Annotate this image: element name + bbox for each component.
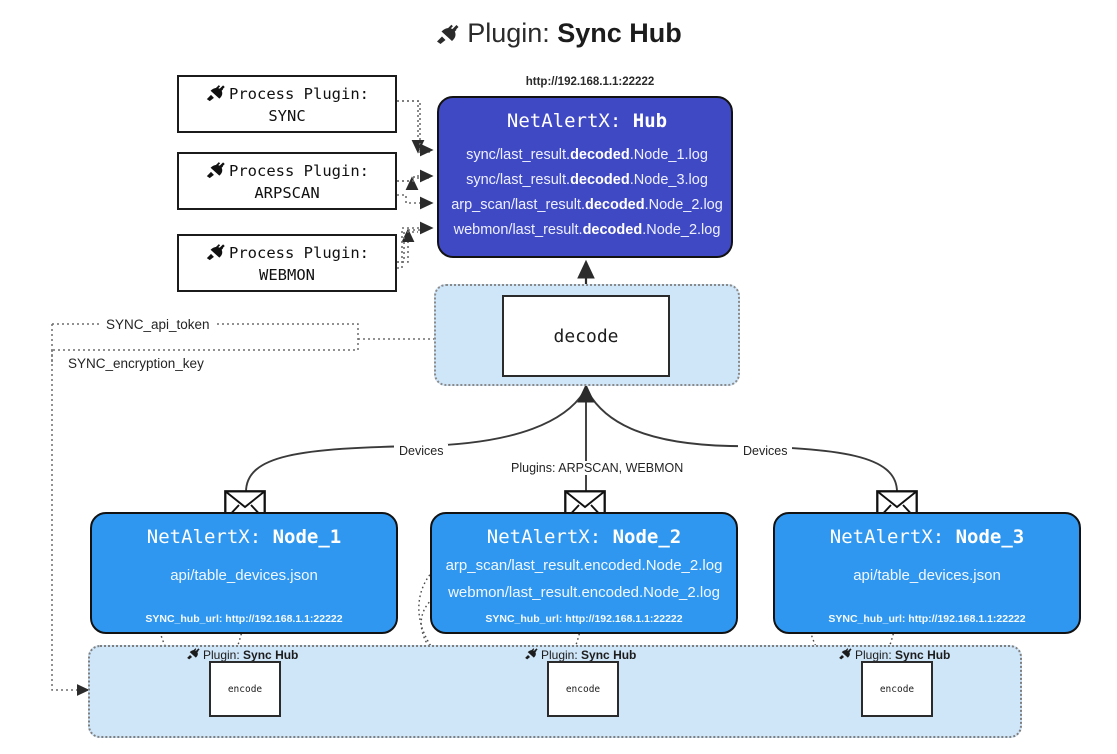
hub-log-line-2: sync/last_result.decoded.Node_3.log [439,172,735,188]
hub-log-line-3: arp_scan/last_result.decoded.Node_2.log [439,197,735,213]
page-title-name: Sync Hub [557,18,682,48]
process-plugin-name: SYNC [268,107,306,125]
plug-icon [205,82,227,107]
hub-log-line-1: sync/last_result.decoded.Node_1.log [439,147,735,163]
node-hub-url: SYNC_hub_url: http://192.168.1.1:22222 [145,613,343,625]
node-title-name: Node_1 [272,526,342,548]
encode-box-1[interactable]: encode [209,661,281,717]
plug-icon [205,241,227,266]
plug-icon [524,646,539,663]
node-title-prefix: NetAlertX: [486,526,602,548]
encode-caption-prefix: Plugin: [203,647,240,662]
hub-title: NetAlertX: Hub [439,110,735,132]
hub-log-mid: decoded [582,222,643,238]
plug-icon [186,646,201,663]
page-title: Plugin: Sync Hub [0,18,1117,52]
encode-caption-1: Plugin: Sync Hub [186,646,298,663]
node-hub-url: SYNC_hub_url: http://192.168.1.1:22222 [828,613,1026,625]
node-data-line: arp_scan/last_result.encoded.Node_2.log [445,557,723,574]
node-2[interactable]: NetAlertX: Node_2 arp_scan/last_result.e… [430,512,738,634]
decode-box[interactable]: decode [502,295,670,377]
hub-log-pre: webmon/last_result. [453,222,583,238]
edge-label-devices-right: Devices [738,444,793,458]
page-title-prefix: Plugin: [467,18,550,48]
plug-icon [205,159,227,184]
encode-box-2[interactable]: encode [547,661,619,717]
hub-log-post: .Node_2.log [642,222,721,238]
hub-log-mid: decoded [584,197,645,213]
process-plugin-label: Process Plugin: [229,243,369,262]
encode-caption-2: Plugin: Sync Hub [524,646,636,663]
encode-caption-prefix: Plugin: [855,647,892,662]
hub-log-post: .Node_2.log [644,197,723,213]
node-data-line: api/table_devices.json [170,567,318,584]
hub-log-line-4: webmon/last_result.decoded.Node_2.log [439,222,735,238]
hub-log-pre: sync/last_result. [466,172,571,188]
plug-icon [435,21,461,52]
hub-log-pre: sync/last_result. [466,147,571,163]
node-title-name: Node_3 [955,526,1025,548]
edge-label-plugins: Plugins: ARPSCAN, WEBMON [506,461,689,475]
encode-caption-name: Sync Hub [243,647,299,662]
encode-caption-name: Sync Hub [895,647,951,662]
node-title-prefix: NetAlertX: [146,526,262,548]
encode-caption-3: Plugin: Sync Hub [838,646,950,663]
node-title: NetAlertX: Node_1 [92,526,396,548]
process-plugin-sync[interactable]: Process Plugin: SYNC [177,75,397,133]
sync-encryption-key-label: SYNC_encryption_key [63,356,209,371]
encode-caption-name: Sync Hub [581,647,637,662]
hub-log-pre: arp_scan/last_result. [451,197,585,213]
hub-node[interactable]: NetAlertX: Hub sync/last_result.decoded.… [437,96,733,258]
hub-url-label: http://192.168.1.1:22222 [525,76,655,88]
process-plugin-label: Process Plugin: [229,161,369,180]
hub-log-mid: decoded [570,147,630,163]
process-plugin-name: ARPSCAN [254,184,320,202]
plug-icon [838,646,853,663]
node-data-line: webmon/last_result.encoded.Node_2.log [448,584,720,601]
node-title: NetAlertX: Node_3 [775,526,1079,548]
encode-box-3[interactable]: encode [861,661,933,717]
node-1[interactable]: NetAlertX: Node_1 api/table_devices.json… [90,512,398,634]
hub-log-post: .Node_1.log [629,147,708,163]
node-title: NetAlertX: Node_2 [432,526,736,548]
hub-title-prefix: NetAlertX: [506,110,622,132]
sync-api-token-label: SYNC_api_token [101,317,215,332]
hub-log-post: .Node_3.log [629,172,708,188]
encode-caption-prefix: Plugin: [541,647,578,662]
node-3[interactable]: NetAlertX: Node_3 api/table_devices.json… [773,512,1081,634]
node-hub-url: SYNC_hub_url: http://192.168.1.1:22222 [485,613,683,625]
hub-title-name: Hub [632,110,668,132]
edge-label-devices-left: Devices [394,444,449,458]
process-plugin-label: Process Plugin: [229,84,369,103]
node-data-line: api/table_devices.json [853,567,1001,584]
hub-log-mid: decoded [570,172,630,188]
node-title-name: Node_2 [612,526,682,548]
node-title-prefix: NetAlertX: [829,526,945,548]
process-plugin-webmon[interactable]: Process Plugin: WEBMON [177,234,397,292]
process-plugin-arpscan[interactable]: Process Plugin: ARPSCAN [177,152,397,210]
process-plugin-name: WEBMON [259,266,315,284]
